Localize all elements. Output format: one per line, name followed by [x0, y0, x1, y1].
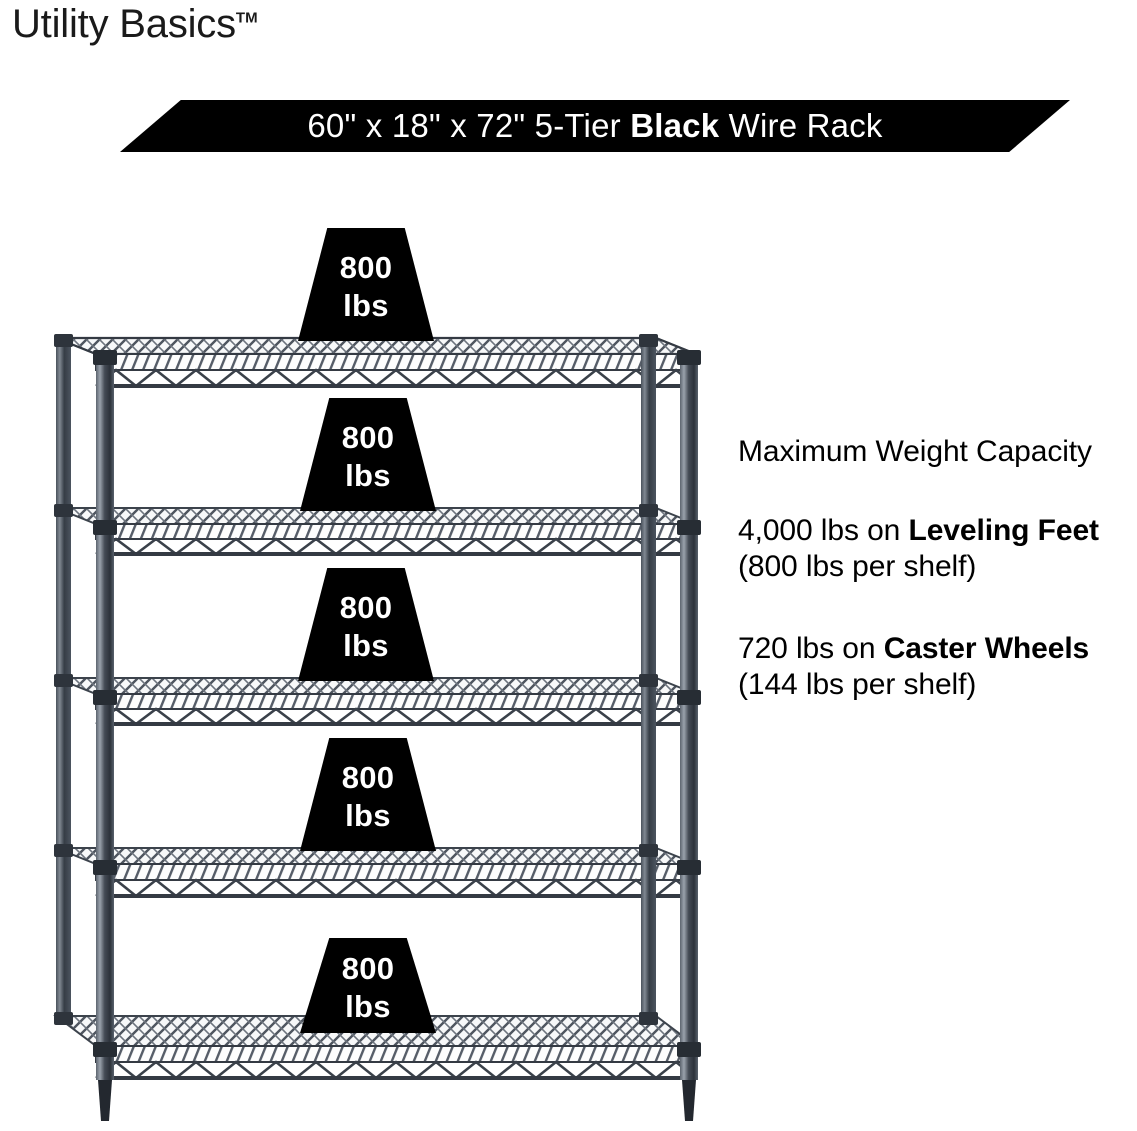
leveling-foot-right: [682, 1080, 696, 1121]
leveling-feet-lead: 4,000 lbs on: [738, 514, 909, 548]
weight-badge-unit: lbs: [345, 988, 391, 1024]
weight-badge-unit: lbs: [345, 457, 391, 493]
shelf-1: [55, 336, 697, 388]
product-title-banner: 60" x 18" x 72" 5-Tier Black Wire Rack: [120, 100, 1070, 152]
weight-badge-number: 800: [341, 419, 395, 455]
weight-badge-unit: lbs: [343, 627, 389, 663]
banner-emphasis: Black: [630, 106, 720, 144]
leveling-foot-left: [98, 1080, 112, 1121]
wire-rack-illustration: [28, 216, 718, 1131]
capacity-copy-block: Maximum Weight Capacity 4,000 lbs on Lev…: [738, 434, 1133, 703]
caster-wheels-capacity: 720 lbs on Caster Wheels (144 lbs per sh…: [738, 631, 1133, 703]
leveling-feet-tail: (800 lbs per shelf): [738, 550, 977, 584]
weight-badge-number: 800: [341, 759, 395, 795]
shelf-4: [55, 847, 697, 898]
leveling-feet-emphasis: Leveling Feet: [908, 514, 1100, 548]
banner-prefix: 60" x 18" x 72" 5-Tier: [307, 106, 631, 144]
wire-rack-svg: [53, 334, 701, 1121]
caster-wheels-emphasis: Caster Wheels: [883, 632, 1090, 666]
post-front-right: [677, 350, 701, 1121]
caster-wheels-lead: 720 lbs on: [738, 632, 884, 666]
trademark-symbol: TM: [235, 9, 258, 27]
product-title-text: 60" x 18" x 72" 5-Tier Black Wire Rack: [307, 109, 882, 142]
capacity-heading: Maximum Weight Capacity: [738, 435, 1092, 468]
post-rear-right: [639, 334, 658, 1025]
shelf-3: [55, 677, 697, 726]
banner-suffix: Wire Rack: [719, 106, 883, 144]
brand-logo: Utility BasicsTM: [12, 2, 258, 47]
leveling-feet-capacity: 4,000 lbs on Leveling Feet (800 lbs per …: [738, 513, 1133, 585]
caster-wheels-tail: (144 lbs per shelf): [738, 668, 977, 702]
weight-badge-unit: lbs: [343, 287, 389, 323]
weight-badge-number: 800: [339, 589, 393, 625]
weight-badge-number: 800: [341, 950, 395, 986]
shelf-2: [55, 507, 697, 556]
weight-badge-number: 800: [339, 249, 393, 285]
weight-badge-unit: lbs: [345, 797, 391, 833]
brand-name: Utility Basics: [12, 2, 236, 46]
post-rear-left: [54, 334, 73, 1025]
post-front-left: [93, 350, 117, 1121]
